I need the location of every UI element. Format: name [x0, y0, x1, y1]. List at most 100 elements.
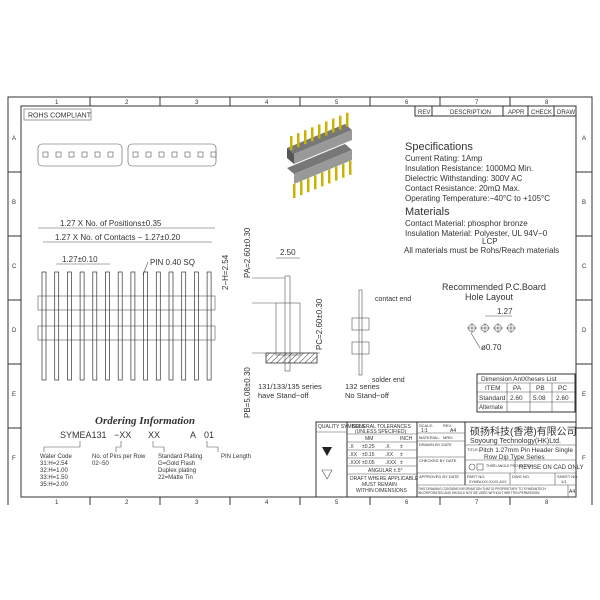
pin-top: [297, 133, 300, 148]
pin-top: [290, 136, 293, 150]
pin-hole: [197, 151, 204, 158]
svg-text:2.60: 2.60: [556, 395, 569, 402]
pin-top: [332, 118, 335, 133]
svg-text:No. of Pins per Row: No. of Pins per Row: [92, 454, 146, 460]
svg-text:INCORPORATED AND SHOULD NOT BE: INCORPORATED AND SHOULD NOT BE USED WITH…: [418, 491, 540, 495]
column-label: 7: [475, 100, 479, 106]
svg-text:THIS DRAWING CONTAINS INFORMAT: THIS DRAWING CONTAINS INFORMATION THAT I…: [418, 487, 547, 491]
svg-text:SYMEA131: SYMEA131: [60, 430, 107, 440]
row-label: F: [582, 456, 586, 462]
svg-text:.XX: .XX: [349, 452, 358, 458]
pin-hole: [184, 151, 191, 158]
row-label: E: [582, 392, 586, 398]
svg-text:1.27 X No. of Contacts −: 1.27 X No. of Contacts − 1.27±0.20: [55, 233, 181, 242]
column-label: 5: [335, 100, 339, 106]
pin: [130, 271, 136, 381]
column-label: 1: [55, 500, 59, 506]
svg-text:LCP: LCP: [482, 237, 498, 246]
pin: [206, 271, 212, 381]
svg-text:Ordering Information: Ordering Information: [95, 415, 195, 427]
column-label: 8: [545, 100, 549, 106]
pin: [194, 271, 199, 381]
svg-text:(UNLESS SPECIFIED): (UNLESS SPECIFIED): [355, 429, 406, 435]
svg-text:All materials must be Rohs/Rea: All materials must be Rohs/Reach materia…: [404, 246, 559, 255]
pin-bottom: [335, 166, 338, 181]
svg-text:contact end: contact end: [375, 296, 411, 303]
pin-bottom: [321, 172, 324, 187]
pin: [155, 271, 161, 381]
svg-text:G=Gold Flash: G=Gold Flash: [158, 461, 195, 467]
svg-text:DESCRIPTION: DESCRIPTION: [450, 110, 491, 116]
svg-text:Water Code: Water Code: [40, 454, 72, 460]
row-label: C: [582, 264, 587, 270]
svg-text:.XXX: .XXX: [385, 460, 397, 466]
svg-text:PC=2.60±0.30: PC=2.60±0.30: [315, 298, 324, 350]
svg-text:Dimension AntXheses List: Dimension AntXheses List: [481, 376, 557, 383]
svg-text:Contact Resistance: 20mΩ Ma: Contact Resistance: 20mΩ Max.: [405, 184, 520, 193]
svg-text:Materials: Materials: [405, 206, 450, 218]
row-label: B: [582, 200, 586, 206]
svg-text:APPROVED BY DATE: APPROVED BY DATE: [419, 474, 459, 479]
pin-hole: [81, 151, 88, 158]
pin: [117, 271, 123, 381]
column-label: 1: [55, 100, 59, 106]
pin-top: [339, 115, 342, 130]
svg-text:5.08: 5.08: [533, 395, 546, 402]
revision-table: REV DESCRIPTION APPR CHECK DRAW: [414, 105, 577, 117]
svg-text:.X: .X: [385, 444, 390, 450]
svg-text:Dielectric Withstanding: 300: Dielectric Withstanding: 300V AC: [405, 174, 523, 183]
svg-text:±0.15: ±0.15: [362, 452, 375, 458]
svg-text:22=Matte Tin: 22=Matte Tin: [158, 475, 193, 481]
pin: [67, 271, 72, 381]
row-label: C: [12, 264, 17, 270]
pin-top: [311, 127, 314, 142]
svg-text:35:H=2.00: 35:H=2.00: [40, 482, 69, 488]
svg-text:ANGULAR ±.5°: ANGULAR ±.5°: [368, 468, 402, 474]
pin-hole: [68, 151, 75, 158]
svg-text:ITEM: ITEM: [485, 385, 501, 392]
pin: [143, 271, 148, 381]
svg-text:APPR: APPR: [508, 110, 525, 116]
svg-text:INCH: INCH: [400, 436, 413, 442]
svg-text:2.50: 2.50: [280, 248, 296, 257]
row-label: B: [12, 200, 16, 206]
pin-hole: [132, 151, 139, 158]
pin-hole: [145, 151, 152, 158]
svg-text:ROHS COMPLIANT: ROHS COMPLIANT: [28, 113, 92, 120]
svg-text:REV: REV: [418, 110, 430, 116]
svg-text:MM: MM: [365, 436, 373, 442]
svg-text:31:H=2.54: 31:H=2.54: [40, 461, 69, 467]
svg-text:PIN Length: PIN Length: [221, 454, 251, 460]
svg-text:A4: A4: [569, 489, 575, 495]
svg-text:WITHIN DIMENSIONS: WITHIN DIMENSIONS: [356, 488, 407, 494]
pin-hole: [55, 151, 62, 158]
column-label: 3: [195, 100, 199, 106]
svg-text:2.60: 2.60: [510, 395, 523, 402]
svg-text:Standard Plating: Standard Plating: [158, 454, 202, 460]
svg-text:Soyoung Technology(HK)Ltd.: Soyoung Technology(HK)Ltd.: [470, 438, 561, 445]
row-label: D: [582, 328, 587, 334]
column-label: 6: [405, 500, 409, 506]
svg-text:132 series: 132 series: [345, 382, 380, 391]
svg-text:Duplex plating: Duplex plating: [158, 468, 196, 474]
svg-text:CHECKED BY DATE: CHECKED BY DATE: [419, 458, 457, 463]
svg-text:Specifications: Specifications: [405, 141, 473, 153]
svg-text:GENERAL TOLERANCES: GENERAL TOLERANCES: [352, 424, 411, 430]
svg-text:.XXX: .XXX: [349, 460, 361, 466]
column-label: 2: [125, 100, 129, 106]
svg-text:1:1: 1:1: [421, 428, 428, 434]
svg-text:1/1: 1/1: [561, 479, 567, 484]
svg-text:PB: PB: [536, 385, 545, 392]
pin: [92, 271, 98, 381]
row-label: D: [12, 328, 17, 334]
svg-text:have Stand−off: have Stand−off: [258, 391, 309, 400]
pin-top: [346, 112, 349, 127]
svg-text:REV:: REV:: [443, 423, 452, 428]
product-3d-image: [287, 112, 352, 198]
svg-text:1.27: 1.27: [497, 307, 513, 316]
front-view: 1.27 X No. of Positions±0.35 1.27 X No. …: [37, 219, 230, 381]
pin: [54, 271, 60, 381]
svg-text:DRAW: DRAW: [557, 110, 575, 116]
